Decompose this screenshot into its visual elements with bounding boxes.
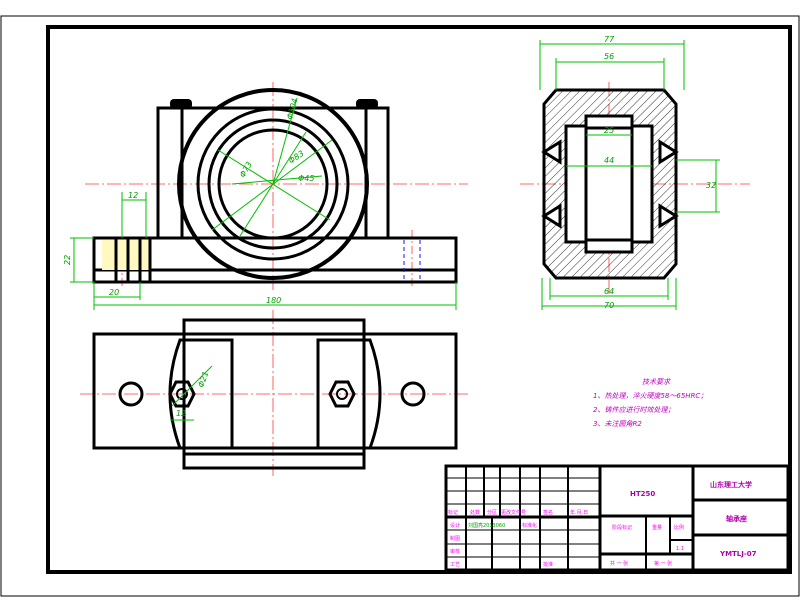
tech-req-1: 1、热处理，淬火硬度58～65HRC； xyxy=(593,392,707,400)
inner-frame xyxy=(46,25,792,574)
dim-44: 44 xyxy=(604,156,614,165)
dim-phi45: Φ45 xyxy=(298,174,314,183)
tb-drawing-no: YMTLJ-07 xyxy=(719,550,757,558)
tb-sheet-no: 第 一 张 xyxy=(654,560,672,567)
dim-12-front: 12 xyxy=(128,191,138,200)
dim-22: 22 xyxy=(63,255,72,265)
tb-role-std: 标准化 xyxy=(522,522,537,529)
dim-25: 25 xyxy=(604,126,614,135)
tech-req-title: 技术要求 xyxy=(642,378,671,386)
dim-77: 77 xyxy=(604,35,615,44)
tb-scale: 1:1 xyxy=(676,546,684,552)
outer-border xyxy=(0,15,800,597)
dim-56: 56 xyxy=(604,52,614,61)
tb-rev-h0: 标记 xyxy=(448,509,458,516)
tb-sheets-total: 共 一 张 xyxy=(610,560,628,567)
tb-rev-h3: 更改文件号 xyxy=(501,509,526,516)
dim-phi73: Φ73 xyxy=(238,160,254,179)
tb-school: 山东理工大学 xyxy=(710,480,752,489)
tb-rev-h1: 处数 xyxy=(470,509,480,516)
tb-role-process: 工艺 xyxy=(450,562,460,568)
dim-12-top: 12 xyxy=(176,409,186,418)
tb-role-draw: 制图 xyxy=(450,535,460,542)
tb-material: HT250 xyxy=(630,490,655,498)
tb-weight-label: 重量 xyxy=(652,524,662,531)
front-view xyxy=(70,82,468,310)
top-view xyxy=(80,310,468,476)
dim-32: 32 xyxy=(706,181,716,190)
side-view xyxy=(520,40,750,310)
tb-rev-h5: 年.月.日 xyxy=(570,509,588,516)
dim-70: 70 xyxy=(604,301,614,310)
tb-role-check: 审核 xyxy=(450,548,460,555)
dim-64: 64 xyxy=(604,287,614,296)
dim-phi21: Φ21 xyxy=(196,370,210,389)
title-block xyxy=(444,464,790,572)
tb-designer-id: 刘国亮2013060 xyxy=(468,522,505,529)
tb-part-name: 轴承座 xyxy=(726,514,747,523)
dim-180: 180 xyxy=(266,296,281,305)
tb-role-design: 设计 xyxy=(450,522,460,529)
tech-req-2: 2、铸件应进行时效处理； xyxy=(593,406,674,414)
tech-req-3: 3、未注圆角R2 xyxy=(593,420,642,428)
dim-20: 20 xyxy=(109,288,119,297)
tb-rev-h4: 签名 xyxy=(543,509,553,516)
tb-stage-label: 阶段标记 xyxy=(612,524,632,531)
tb-scale-label: 比例 xyxy=(674,524,684,531)
tb-role-approve: 批准 xyxy=(543,561,553,568)
tb-rev-h2: 分区 xyxy=(487,509,497,516)
dim-phi83: Φ83 xyxy=(287,149,306,166)
